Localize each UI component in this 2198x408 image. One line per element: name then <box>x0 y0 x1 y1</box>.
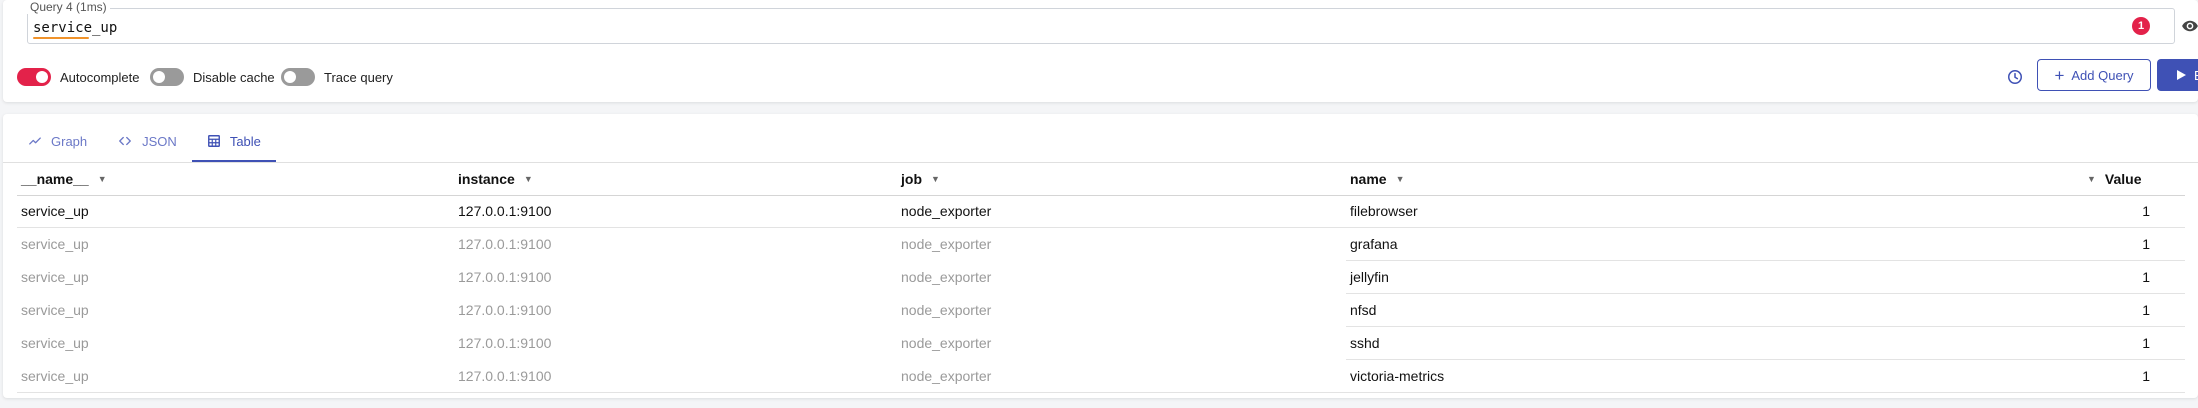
cell-value: 1 <box>2142 302 2150 318</box>
results-panel: Graph JSON Table __name__ ▼ instance ▼ j… <box>3 114 2198 398</box>
sort-arrow-icon: ▼ <box>523 174 533 184</box>
query-panel: Query 4 (1ms) 1 Autocomplete Disable cac… <box>3 0 2198 102</box>
autocomplete-label: Autocomplete <box>60 69 140 85</box>
cell-instance: 127.0.0.1:9100 <box>458 203 552 219</box>
add-query-label: Add Query <box>2071 67 2134 83</box>
trace-query-toggle[interactable]: Trace query <box>281 68 393 86</box>
sort-arrow-icon: ▼ <box>2087 174 2096 184</box>
cell-job: node_exporter <box>901 302 992 318</box>
trace-query-switch[interactable] <box>281 68 315 86</box>
cell-instance: 127.0.0.1:9100 <box>458 335 552 351</box>
query-input[interactable] <box>33 18 1513 38</box>
tab-table-label: Table <box>229 133 261 149</box>
cell-job: node_exporter <box>901 236 992 252</box>
tab-table[interactable]: Table <box>191 120 276 162</box>
cell-value: 1 <box>2142 368 2150 384</box>
autocomplete-toggle[interactable]: Autocomplete <box>17 68 140 86</box>
cell-job: node_exporter <box>901 269 992 285</box>
cell-job: node_exporter <box>901 335 992 351</box>
query-fieldset <box>27 8 2175 44</box>
query-legend: Query 4 (1ms) <box>27 0 110 14</box>
cell-name: sshd <box>1350 335 1380 351</box>
disable-cache-label: Disable cache <box>193 69 275 85</box>
cell-value: 1 <box>2142 236 2150 252</box>
cell-job: node_exporter <box>901 368 992 384</box>
cell-metric-name: service_up <box>21 269 89 285</box>
line-chart-icon <box>28 134 42 148</box>
tabs-divider <box>3 162 2198 163</box>
cell-metric-name: service_up <box>21 335 89 351</box>
column-header-label: name <box>1350 171 1387 187</box>
cell-name: victoria-metrics <box>1350 368 1445 384</box>
sort-arrow-icon: ▼ <box>1395 174 1405 184</box>
add-query-button[interactable]: + Add Query <box>2037 59 2151 91</box>
row-divider <box>1346 293 2185 294</box>
cell-instance: 127.0.0.1:9100 <box>458 236 552 252</box>
column-header-value[interactable]: ▼ Value <box>2087 163 2142 195</box>
column-header-name[interactable]: name ▼ <box>1350 163 1405 195</box>
cell-instance: 127.0.0.1:9100 <box>458 368 552 384</box>
column-header-job[interactable]: job ▼ <box>901 163 940 195</box>
row-divider <box>17 392 2185 393</box>
table-icon <box>207 134 221 148</box>
eye-icon[interactable] <box>2181 17 2198 35</box>
column-header-label: job <box>901 171 922 187</box>
disable-cache-toggle[interactable]: Disable cache <box>150 68 275 86</box>
cell-metric-name: service_up <box>21 236 89 252</box>
tab-json-label: JSON <box>142 133 177 149</box>
history-icon[interactable] <box>2005 67 2025 87</box>
execute-query-button[interactable]: E <box>2157 59 2198 91</box>
column-header-label: __name__ <box>21 171 89 187</box>
cell-name: jellyfin <box>1350 269 1389 285</box>
tab-graph[interactable]: Graph <box>13 120 102 162</box>
autocomplete-switch[interactable] <box>17 68 51 86</box>
cell-instance: 127.0.0.1:9100 <box>458 269 552 285</box>
error-count-badge[interactable]: 1 <box>2132 17 2150 35</box>
cell-metric-name: service_up <box>21 203 89 219</box>
execute-label: E <box>2194 68 2198 83</box>
code-icon <box>117 134 133 148</box>
row-divider <box>1346 359 2185 360</box>
cell-name: grafana <box>1350 236 1398 252</box>
column-header-label: instance <box>458 171 515 187</box>
cell-value: 1 <box>2142 335 2150 351</box>
cell-name: filebrowser <box>1350 203 1418 219</box>
row-divider <box>1346 260 2185 261</box>
sort-arrow-icon: ▼ <box>97 174 107 184</box>
plus-icon: + <box>2054 65 2065 85</box>
sort-arrow-icon: ▼ <box>931 174 940 184</box>
display-tabs: Graph JSON Table <box>13 120 276 162</box>
tab-json[interactable]: JSON <box>102 120 192 162</box>
cell-value: 1 <box>2142 203 2150 219</box>
row-divider <box>1346 326 2185 327</box>
cell-value: 1 <box>2142 269 2150 285</box>
cell-job: node_exporter <box>901 203 992 219</box>
header-divider <box>17 195 2185 196</box>
trace-query-label: Trace query <box>324 69 393 85</box>
row-divider <box>17 227 2185 228</box>
cell-metric-name: service_up <box>21 302 89 318</box>
query-warning-underline <box>33 37 89 39</box>
column-header-name__[interactable]: __name__ ▼ <box>21 163 107 195</box>
cell-metric-name: service_up <box>21 368 89 384</box>
cell-name: nfsd <box>1350 302 1377 318</box>
cell-instance: 127.0.0.1:9100 <box>458 302 552 318</box>
disable-cache-switch[interactable] <box>150 68 184 86</box>
column-header-label: Value <box>2104 171 2142 187</box>
tab-graph-label: Graph <box>51 133 88 149</box>
column-header-instance[interactable]: instance ▼ <box>458 163 533 195</box>
play-icon <box>2177 70 2186 80</box>
